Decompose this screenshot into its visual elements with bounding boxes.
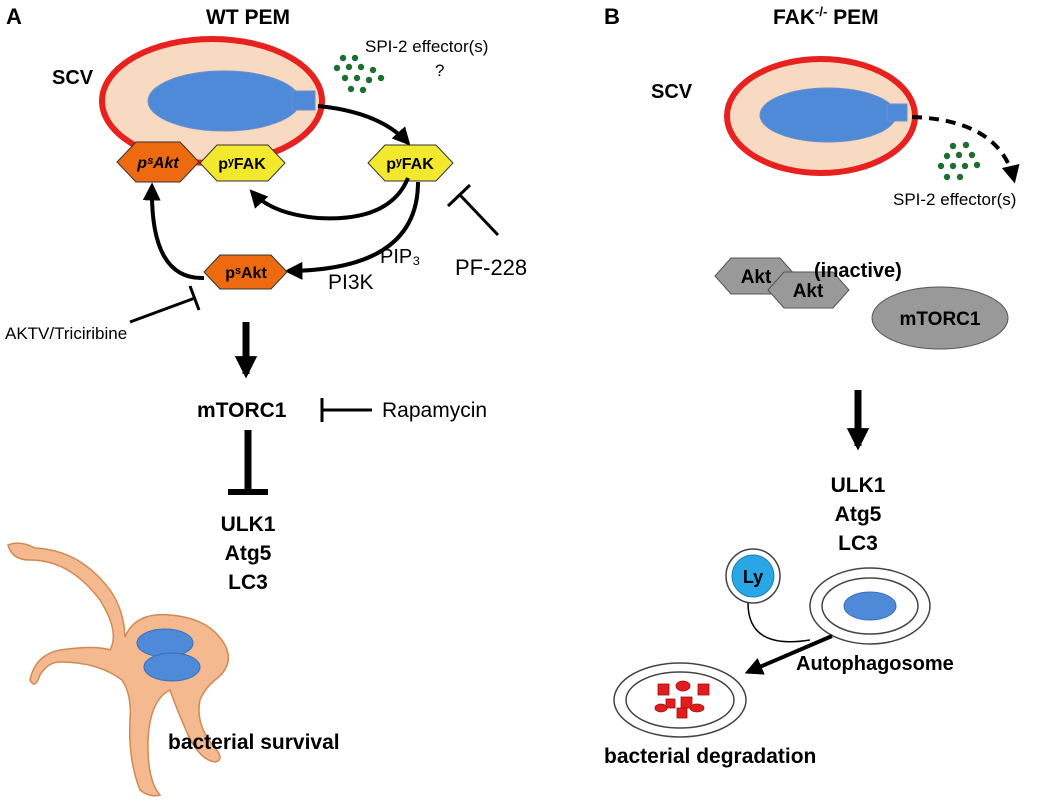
pfak-label-left: pʸFAK [218, 156, 266, 173]
inactive-label: (inactive) [814, 260, 902, 282]
dashed-arrow-effector-b [911, 115, 1020, 184]
pfak-label-right: pʸFAK [386, 156, 434, 173]
bacterium-in-autophagosome [843, 591, 897, 621]
pakt-label-mid: pˢAkt [225, 265, 267, 282]
panel-b: B FAK-/- PEM SCV SPI-2 effector(s) Akt A… [604, 4, 1020, 768]
autolysosome-inner [625, 671, 735, 729]
pip3-label: PIP₃ [380, 246, 420, 268]
panel-b-title: FAK-/- PEM [773, 4, 879, 29]
outcome-label-b: bacterial degradation [604, 745, 816, 768]
aktv-inhibitor-line [129, 296, 196, 324]
autophagy-gene-b-1: ULK1 [831, 474, 886, 497]
autophagy-gene-b-3: LC3 [838, 532, 878, 555]
effector-label-b: SPI-2 effector(s) [893, 190, 1016, 209]
pfak-hexagon-right [367, 144, 454, 182]
bacterium-b [759, 87, 897, 143]
pf228-label: PF-228 [455, 255, 527, 280]
panel-a-letter: A [6, 4, 22, 29]
arrow-pfak-feedback [249, 177, 410, 221]
autophagosome-label: Autophagosome [796, 653, 954, 675]
lysosome-tether [747, 602, 811, 643]
arrow-fusion [744, 634, 833, 675]
akt-hexagon-2 [767, 271, 850, 309]
autophagy-gene-b-2: Atg5 [835, 503, 882, 526]
panel-b-letter: B [604, 4, 620, 29]
panel-b-title-rest: PEM [827, 6, 878, 29]
bacterium-in-cell-1 [136, 628, 194, 658]
effector-dots-a [333, 54, 385, 94]
scv-label-a: SCV [52, 67, 94, 89]
arrow-scv-to-pfak [317, 104, 411, 146]
lysosome [731, 554, 775, 598]
flagellum-stub-a [291, 90, 316, 111]
arrow-pakt-to-scv [142, 182, 205, 281]
bacterium-a [147, 70, 301, 132]
pakt-hexagon-top [116, 141, 200, 183]
macrophage-cell [7, 542, 230, 797]
pf228-inhibitor-line [458, 193, 500, 237]
akt-label-2: Akt [793, 281, 824, 302]
akt-label-1: Akt [741, 267, 772, 288]
degraded-bacteria [654, 680, 710, 719]
pfak-hexagon-left [199, 144, 286, 182]
outcome-label-a: bacterial survival [168, 731, 340, 754]
aktv-inhibitor-bar [188, 285, 201, 311]
panel-a: A WT PEM SCV SPI-2 effector(s) ? pˢAkt p… [5, 4, 527, 797]
scv-label-b: SCV [651, 81, 693, 103]
panel-b-title-sup: -/- [815, 4, 827, 19]
panel-b-title-main: FAK [773, 6, 815, 29]
effector-question: ? [435, 61, 444, 80]
pi3k-label: PI3K [328, 271, 374, 294]
lysosome-label: Ly [743, 567, 763, 587]
autophagy-gene-a-1: ULK1 [221, 513, 276, 536]
bacterium-in-cell-2 [143, 652, 201, 682]
arrow-pfak-to-pakt [284, 181, 420, 280]
pf228-inhibitor-bar [446, 183, 472, 208]
effector-dots-b [937, 141, 981, 181]
flagellum-stub-b [886, 103, 908, 122]
mtorc1-label-a: mTORC1 [197, 399, 287, 422]
rapamycin-label: Rapamycin [382, 399, 487, 422]
effector-label-a: SPI-2 effector(s) [365, 37, 488, 56]
mtorc1-oval-b [871, 286, 1009, 350]
autophagy-gene-a-2: Atg5 [225, 542, 272, 565]
panel-a-title: WT PEM [206, 6, 290, 29]
pakt-label-top: pˢAkt [136, 155, 179, 172]
pakt-hexagon-mid [203, 254, 288, 290]
autophagy-gene-a-3: LC3 [228, 571, 268, 594]
aktv-label: AKTV/Triciribine [5, 324, 127, 343]
mtorc1-label-b: mTORC1 [900, 309, 981, 330]
